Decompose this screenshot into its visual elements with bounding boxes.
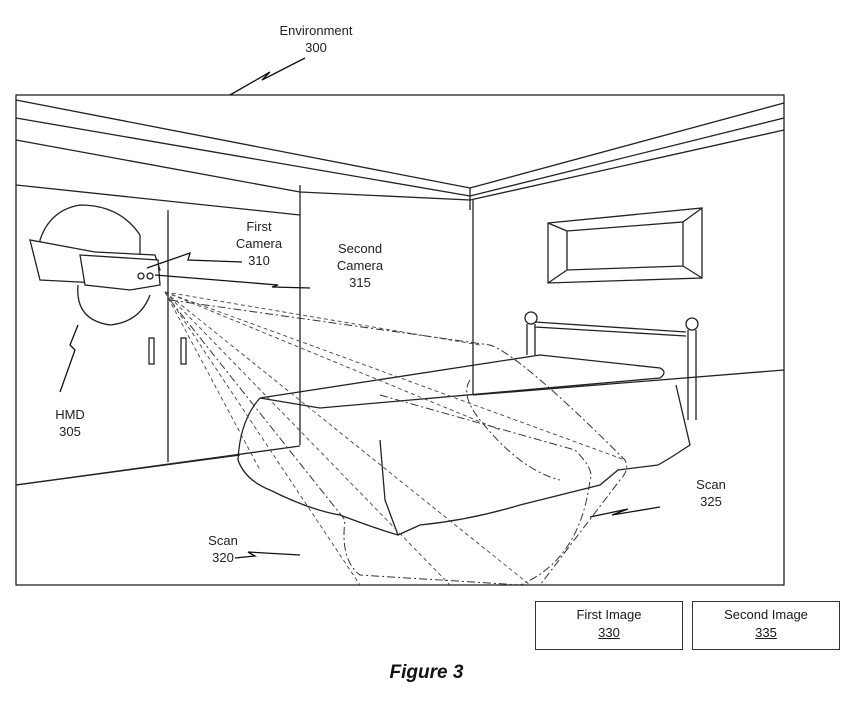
- leader-first-camera: [146, 251, 243, 269]
- camera-ray: [164, 291, 501, 431]
- second-image-number: 335: [755, 625, 777, 640]
- scan-325-label-text: Scan: [696, 477, 726, 492]
- second-image-box: Second Image 335: [692, 601, 840, 650]
- leader-environment: [229, 57, 306, 96]
- first-image-label: First Image: [576, 607, 642, 622]
- camera-ray: [164, 291, 261, 471]
- hmd-label-text: HMD: [55, 407, 85, 422]
- camera-lens-1: [137, 272, 145, 280]
- bed-corner-fold: [379, 439, 399, 536]
- bed: [237, 354, 691, 536]
- first-camera-label-line1: First: [246, 219, 272, 234]
- scan-volume-320: [169, 299, 592, 586]
- camera-lens-2: [146, 272, 154, 280]
- closet-handle-right: [180, 337, 187, 365]
- first-camera-number: 310: [248, 253, 270, 268]
- scan-320-label-text: Scan: [208, 533, 238, 548]
- first-camera-label: First Camera 310: [224, 218, 294, 269]
- second-image-label: Second Image: [724, 607, 808, 622]
- headboard: [526, 321, 697, 420]
- second-camera-number: 315: [349, 275, 371, 290]
- leader-scan-320: [234, 551, 301, 559]
- scan-325-label-number: 325: [700, 494, 722, 509]
- camera-ray: [164, 291, 361, 586]
- picture-frame: [547, 207, 703, 284]
- second-camera-label-line2: Camera: [336, 258, 384, 273]
- hmd-visor: [79, 254, 161, 291]
- leader-hmd: [59, 324, 79, 393]
- hmd-label: HMD 305: [45, 406, 95, 440]
- floor-line: [15, 369, 785, 486]
- figure-caption: Figure 3: [389, 662, 464, 683]
- first-image-number: 330: [598, 625, 620, 640]
- camera-ray: [164, 291, 531, 586]
- scan-320-label-number: 320: [212, 550, 234, 565]
- environment-frame: [15, 94, 785, 586]
- scan-volume-325: [169, 299, 628, 586]
- camera-ray: [164, 291, 451, 586]
- ceiling-molding: [15, 99, 785, 210]
- environment-label-number: 300: [305, 40, 327, 55]
- bedpost-knob-left: [524, 311, 538, 325]
- hmd-label-number: 305: [59, 424, 81, 439]
- camera-ray: [164, 291, 481, 346]
- bedpost-knob-right: [685, 317, 699, 331]
- second-camera-label: Second Camera 315: [320, 240, 400, 291]
- closet-handle-left: [148, 337, 155, 365]
- leader-scan-325: [589, 506, 661, 518]
- hmd-face-pad: [77, 284, 151, 326]
- environment-label: Environment 300: [256, 22, 376, 56]
- camera-ray: [164, 291, 626, 461]
- leader-second-camera: [154, 274, 311, 289]
- environment-label-text: Environment: [279, 23, 353, 38]
- second-camera-label-line1: Second: [337, 241, 383, 256]
- first-image-box: First Image 330: [535, 601, 683, 650]
- first-camera-label-line2: Camera: [235, 236, 283, 251]
- scan-325-label: Scan 325: [686, 476, 736, 510]
- scan-320-label: Scan 320: [198, 532, 248, 566]
